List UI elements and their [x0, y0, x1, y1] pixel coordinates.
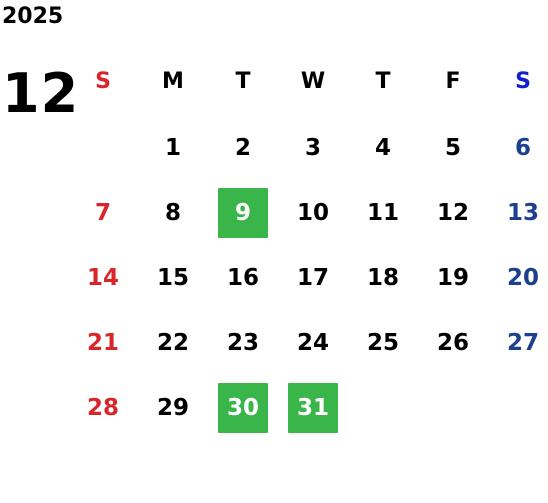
- day-cell: 4: [374, 134, 391, 161]
- weekday-tue: T: [235, 68, 251, 94]
- day-cell: 25: [366, 329, 399, 356]
- day-cell: 5: [444, 134, 461, 161]
- day-cell: 23: [226, 329, 259, 356]
- day-cell: 27: [506, 329, 539, 356]
- day-cell: [488, 375, 548, 440]
- day-cell: 1: [164, 134, 181, 161]
- day-cell: 17: [296, 264, 329, 291]
- day-cell: 28: [86, 394, 119, 421]
- year-label: 2025: [2, 4, 64, 29]
- day-cell: 7: [94, 199, 111, 226]
- day-cell: 12: [436, 199, 469, 226]
- calendar-grid: S M T W T F S 1 2 3 4 5 6 7 8 9 10 11 12…: [68, 47, 546, 440]
- day-cell: 2: [234, 134, 251, 161]
- day-cell-highlighted: 30: [208, 375, 278, 440]
- day-cell: 16: [226, 264, 259, 291]
- day-cell: 21: [86, 329, 119, 356]
- day-cell: 11: [366, 199, 399, 226]
- day-cell: 29: [156, 394, 189, 421]
- day-cell: 13: [506, 199, 539, 226]
- weekday-sun: S: [95, 68, 111, 94]
- weekday-thu: T: [375, 68, 391, 94]
- day-cell: 6: [514, 134, 531, 161]
- day-cell: [68, 115, 138, 180]
- day-cell: 24: [296, 329, 329, 356]
- day-cell: 14: [86, 264, 119, 291]
- day-cell-highlighted: 31: [278, 375, 348, 440]
- day-cell: 19: [436, 264, 469, 291]
- day-cell: 15: [156, 264, 189, 291]
- day-cell: 22: [156, 329, 189, 356]
- weekday-mon: M: [162, 68, 184, 94]
- day-cell: 8: [164, 199, 181, 226]
- day-cell-highlighted: 9: [208, 180, 278, 245]
- day-cell: [348, 375, 418, 440]
- day-cell: 10: [296, 199, 329, 226]
- day-cell: 18: [366, 264, 399, 291]
- weekday-fri: F: [445, 68, 461, 94]
- weekday-wed: W: [300, 68, 326, 94]
- month-label: 12: [2, 62, 80, 125]
- day-cell: [418, 375, 488, 440]
- day-cell: 26: [436, 329, 469, 356]
- day-cell: 3: [304, 134, 321, 161]
- weekday-sat: S: [515, 68, 531, 94]
- day-cell: 20: [506, 264, 539, 291]
